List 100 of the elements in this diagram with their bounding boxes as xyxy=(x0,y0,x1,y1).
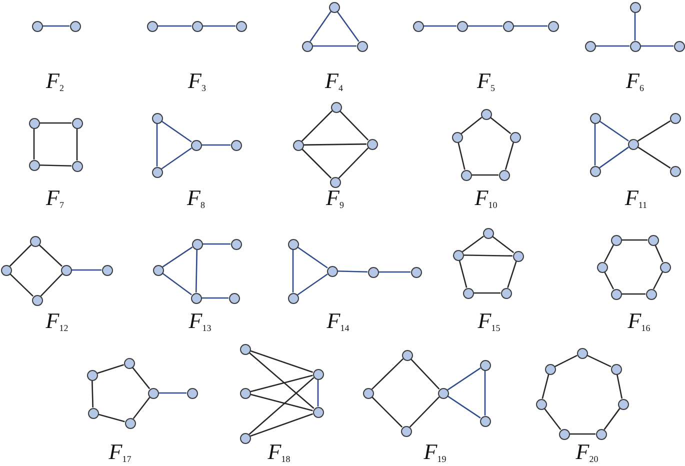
graph-vertex xyxy=(452,250,464,260)
graph-vertex xyxy=(576,348,588,358)
graph-edge xyxy=(596,45,630,47)
graph-edge xyxy=(297,246,328,268)
graph-edge xyxy=(586,354,612,368)
graph-edge xyxy=(9,244,32,267)
graph-edge xyxy=(622,239,648,241)
graph-edge xyxy=(76,128,78,160)
graph-vertex xyxy=(596,262,608,272)
graph-vertex xyxy=(648,234,658,246)
graph-edge xyxy=(604,244,614,262)
graph-edge xyxy=(637,146,671,169)
graph-vertex xyxy=(670,166,680,176)
graph-vertex xyxy=(240,344,250,354)
graph-label: F$_{17}$ xyxy=(108,441,132,463)
graph-vertex xyxy=(240,388,250,398)
graph-vertex xyxy=(72,160,82,172)
graph-edge xyxy=(202,144,230,146)
graph-edge xyxy=(98,414,125,422)
graph-vertex xyxy=(88,408,98,418)
graph-vertex xyxy=(230,238,242,250)
graph-edge xyxy=(462,236,484,252)
graph-label: F$_{15}$ xyxy=(478,310,500,332)
graph-edge xyxy=(599,146,629,168)
graph-edge xyxy=(292,250,294,292)
graph-edge xyxy=(39,164,72,167)
graph-edge xyxy=(458,142,466,170)
graph-edge xyxy=(339,110,369,141)
graph-edge xyxy=(162,272,192,296)
graph-label: F$_{12}$ xyxy=(46,310,68,332)
graph-vertex xyxy=(548,20,558,32)
graph-vertex xyxy=(482,228,494,238)
graph-edge xyxy=(250,374,313,392)
graph-edge xyxy=(250,394,313,412)
graph-vertex xyxy=(366,138,378,150)
graph-label: F$_{19}$ xyxy=(424,441,446,463)
graph-vertex xyxy=(328,2,340,12)
graph-vertex xyxy=(500,288,512,298)
graph-label: F$_{14}$ xyxy=(326,310,350,332)
graph-vertex xyxy=(356,40,368,52)
graph-vertex xyxy=(402,350,412,360)
graph-label: F$_{2}$ xyxy=(46,70,64,92)
graph-edge xyxy=(504,142,514,170)
graph-edge xyxy=(38,244,62,267)
graph-edge xyxy=(544,408,562,430)
graph-edge xyxy=(460,116,482,134)
graph-vertex xyxy=(590,112,600,124)
graph-vertex xyxy=(0,264,12,276)
graph-edge xyxy=(371,396,403,428)
graph-vertex xyxy=(288,238,298,250)
graph-vertex xyxy=(502,20,514,32)
graph-edge xyxy=(640,45,674,47)
graph-vertex xyxy=(628,138,638,150)
graph-vertex xyxy=(630,2,640,12)
graph-vertex xyxy=(368,266,378,278)
graph-edge xyxy=(654,244,664,262)
graph-vertex xyxy=(558,428,570,440)
graph-vertex xyxy=(124,418,136,428)
graph-edge xyxy=(492,236,514,254)
graph-edge xyxy=(336,11,360,42)
graph-vertex xyxy=(32,20,42,32)
graph-edge xyxy=(161,120,192,142)
graph-edge xyxy=(312,45,356,47)
graph-vertex xyxy=(30,236,40,246)
graph-vertex xyxy=(646,288,656,300)
graph-vertex xyxy=(480,360,490,370)
graph-edge xyxy=(338,147,369,179)
graph-vertex xyxy=(330,102,342,112)
graph-edge xyxy=(158,25,192,27)
graph-edge xyxy=(301,110,333,142)
graph-edge xyxy=(202,297,228,299)
graph-vertex xyxy=(618,398,628,410)
graph-vertex xyxy=(512,250,524,262)
graph-vertex xyxy=(70,20,80,32)
graph-vertex xyxy=(240,432,250,444)
graph-edge xyxy=(250,350,314,373)
graph-vertex xyxy=(410,266,422,278)
graph-edge xyxy=(202,25,236,27)
graph-edge xyxy=(634,12,636,40)
graph-edge xyxy=(570,433,596,435)
graph-edge xyxy=(97,364,124,374)
graph-edge xyxy=(594,124,596,166)
graph-vertex xyxy=(32,294,42,306)
graph-vertex xyxy=(326,266,338,276)
graph-vertex xyxy=(124,358,134,368)
graph-vertex xyxy=(60,264,72,276)
graph-vertex xyxy=(456,20,468,32)
graph-edge xyxy=(507,261,517,288)
graph-edge xyxy=(378,271,410,273)
graph-vertex xyxy=(288,292,298,304)
graph-vertex xyxy=(362,388,374,398)
graph-edge xyxy=(72,269,102,271)
graph-edge xyxy=(604,272,614,290)
graph-vertex xyxy=(152,264,164,276)
graph-vertex xyxy=(590,166,600,176)
graph-edge xyxy=(301,148,332,179)
graph-vertex xyxy=(228,292,240,304)
graph-vertex xyxy=(312,406,324,418)
graph-label: F$_{8}$ xyxy=(187,187,205,209)
graph-vertex xyxy=(148,388,158,398)
